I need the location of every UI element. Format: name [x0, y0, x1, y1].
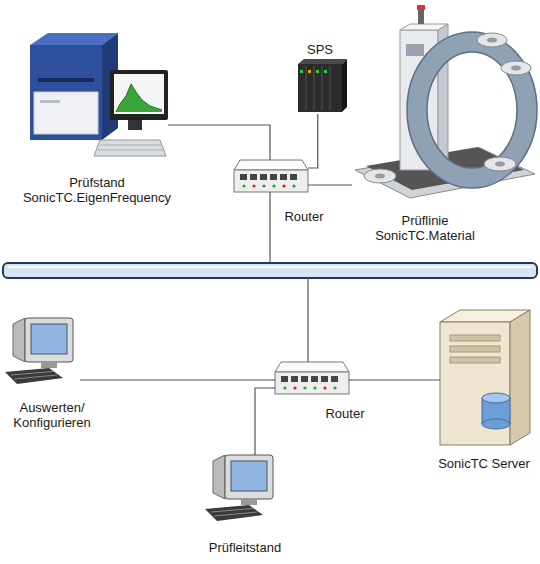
- network-bus: [3, 263, 537, 278]
- server-illustration: [440, 310, 530, 445]
- plc-illustration: [298, 59, 347, 112]
- server: SonicTC Server: [440, 310, 530, 445]
- network-cable: [80, 379, 275, 380]
- router-illustration: [234, 160, 308, 192]
- test-line-illustration: [355, 5, 537, 198]
- device-label: SonicTC Server: [438, 456, 530, 471]
- bus-wire: [307, 278, 308, 362]
- test-stand: Prüfstand SonicTC.EigenFrequency: [28, 33, 168, 158]
- router: Router: [275, 362, 349, 394]
- workstation: Auswerten/ Konfigurieren: [5, 318, 80, 385]
- router: Router: [234, 160, 308, 192]
- bus-wire: [269, 192, 270, 263]
- computer-illustration: [205, 455, 273, 521]
- device-label: Prüflinie SonicTC.Material: [360, 213, 490, 243]
- test-stand-illustration: [30, 33, 168, 156]
- computer-illustration: [5, 318, 73, 384]
- device-label: Auswerten/ Konfigurieren: [4, 400, 100, 430]
- workstation: Prüfleitstand: [205, 455, 285, 522]
- network-cable: [308, 184, 352, 185]
- device-label: Router: [325, 406, 364, 421]
- device-label: Router: [284, 209, 323, 224]
- plc: SPS: [298, 62, 342, 114]
- device-label: Prüfleitstand: [209, 540, 281, 555]
- network-cable: [255, 388, 275, 455]
- router-illustration: [275, 362, 349, 394]
- device-label: SPS: [307, 42, 333, 57]
- network-cable: [349, 379, 440, 380]
- network-cable: [308, 114, 318, 168]
- network-cable: [168, 125, 270, 160]
- device-label: Prüfstand SonicTC.EigenFrequency: [15, 175, 180, 205]
- test-line: Prüflinie SonicTC.Material: [352, 5, 535, 200]
